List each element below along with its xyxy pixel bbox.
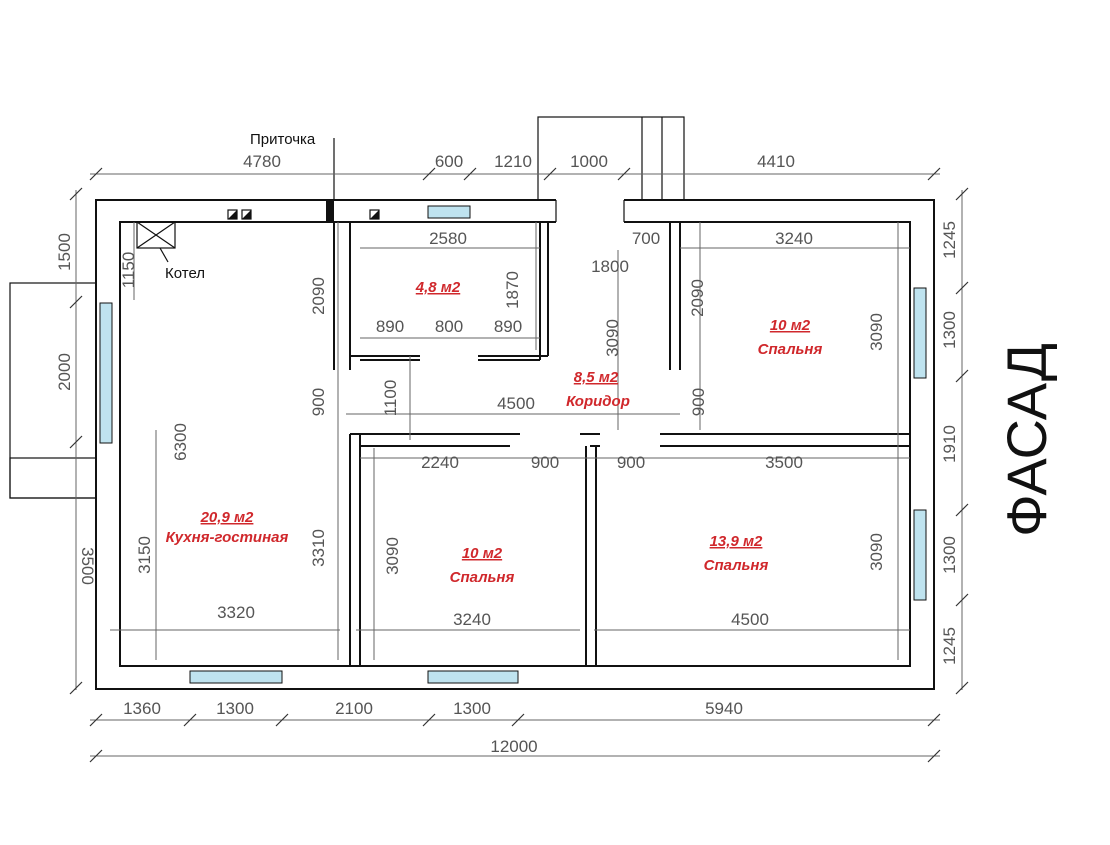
dim-total-12000: 12000 xyxy=(490,737,537,756)
dim-1100: 1100 xyxy=(381,380,400,417)
dim-1150: 1150 xyxy=(119,252,138,289)
inner-wall xyxy=(119,221,911,667)
dim-top-1000: 1000 xyxy=(570,152,608,171)
dim-3240b: 3240 xyxy=(453,610,491,629)
dim-3090c: 3090 xyxy=(383,537,402,575)
dim-right-1300b: 1300 xyxy=(940,536,959,574)
area-kitchen: 20,9 м2 xyxy=(200,509,254,526)
label-pritochka: Приточка xyxy=(250,131,316,148)
dim-top-600: 600 xyxy=(435,152,463,171)
dim-2090a: 2090 xyxy=(309,277,328,315)
window-bottom-2 xyxy=(427,670,519,684)
name-bedroom-top-right: Спальня xyxy=(758,341,823,358)
dim-top-1210: 1210 xyxy=(494,152,532,171)
dim-800: 800 xyxy=(435,317,463,336)
area-bedroom-bottom-right: 13,9 м2 xyxy=(710,533,763,550)
window-right-2 xyxy=(913,509,927,601)
dim-2240: 2240 xyxy=(421,453,459,472)
dim-6300: 6300 xyxy=(171,423,190,461)
dim-right-1245b: 1245 xyxy=(940,627,959,665)
dim-4500a: 4500 xyxy=(497,394,535,413)
dim-left-3500: 3500 xyxy=(78,547,97,585)
label-kotel: Котел xyxy=(165,265,205,282)
outer-wall xyxy=(95,199,935,690)
dim-3150: 3150 xyxy=(135,536,154,574)
facade-label: ФАСАД xyxy=(995,343,1058,537)
dim-900d: 900 xyxy=(617,453,645,472)
dim-890b: 890 xyxy=(494,317,522,336)
name-bedroom-mid: Спальня xyxy=(450,569,515,586)
dim-1870: 1870 xyxy=(503,271,522,309)
dim-2580: 2580 xyxy=(429,229,467,248)
dim-bottom-2100: 2100 xyxy=(335,699,373,718)
dim-left-1500: 1500 xyxy=(55,233,74,271)
dim-top-4780: 4780 xyxy=(243,152,281,171)
dim-bottom-1300a: 1300 xyxy=(216,699,254,718)
dim-890a: 890 xyxy=(376,317,404,336)
dim-right-1300a: 1300 xyxy=(940,311,959,349)
dim-3090b: 3090 xyxy=(867,313,886,351)
name-corridor: Коридор xyxy=(566,393,630,410)
dim-right-1245a: 1245 xyxy=(940,221,959,259)
name-kitchen: Кухня-гостиная xyxy=(166,529,289,546)
area-corridor: 8,5 м2 xyxy=(574,369,619,386)
window-bottom-1 xyxy=(189,670,283,684)
dim-3310: 3310 xyxy=(309,529,328,567)
area-bath: 4,8 м2 xyxy=(415,279,461,296)
dim-top-4410: 4410 xyxy=(757,152,795,171)
left-porch-step xyxy=(9,457,97,499)
dim-right-1910: 1910 xyxy=(940,425,959,463)
dim-900c: 900 xyxy=(531,453,559,472)
area-bedroom-mid: 10 м2 xyxy=(462,545,503,562)
area-bedroom-top-right: 10 м2 xyxy=(770,317,811,334)
left-porch xyxy=(9,282,97,499)
dimension-ticks xyxy=(69,167,969,763)
dim-1800: 1800 xyxy=(591,257,629,276)
dim-700: 700 xyxy=(632,229,660,248)
dim-bottom-5940: 5940 xyxy=(705,699,743,718)
dim-3090d: 3090 xyxy=(867,533,886,571)
name-bedroom-bottom-right: Спальня xyxy=(704,557,769,574)
dim-bottom-1360: 1360 xyxy=(123,699,161,718)
dimension-lines xyxy=(75,173,963,757)
window-right-1 xyxy=(913,287,927,379)
dim-left-2000: 2000 xyxy=(55,353,74,391)
vent-marker xyxy=(326,200,334,222)
dim-3090a: 3090 xyxy=(603,319,622,357)
dim-900b: 900 xyxy=(689,388,708,416)
dim-3240a: 3240 xyxy=(775,229,813,248)
window-top xyxy=(427,205,471,219)
dim-4500b: 4500 xyxy=(731,610,769,629)
dim-2090b: 2090 xyxy=(688,279,707,317)
dim-900a: 900 xyxy=(309,388,328,416)
window-left xyxy=(99,302,113,444)
boiler-symbol xyxy=(136,221,176,249)
dim-3500: 3500 xyxy=(765,453,803,472)
dim-3320: 3320 xyxy=(217,603,255,622)
dim-bottom-1300b: 1300 xyxy=(453,699,491,718)
